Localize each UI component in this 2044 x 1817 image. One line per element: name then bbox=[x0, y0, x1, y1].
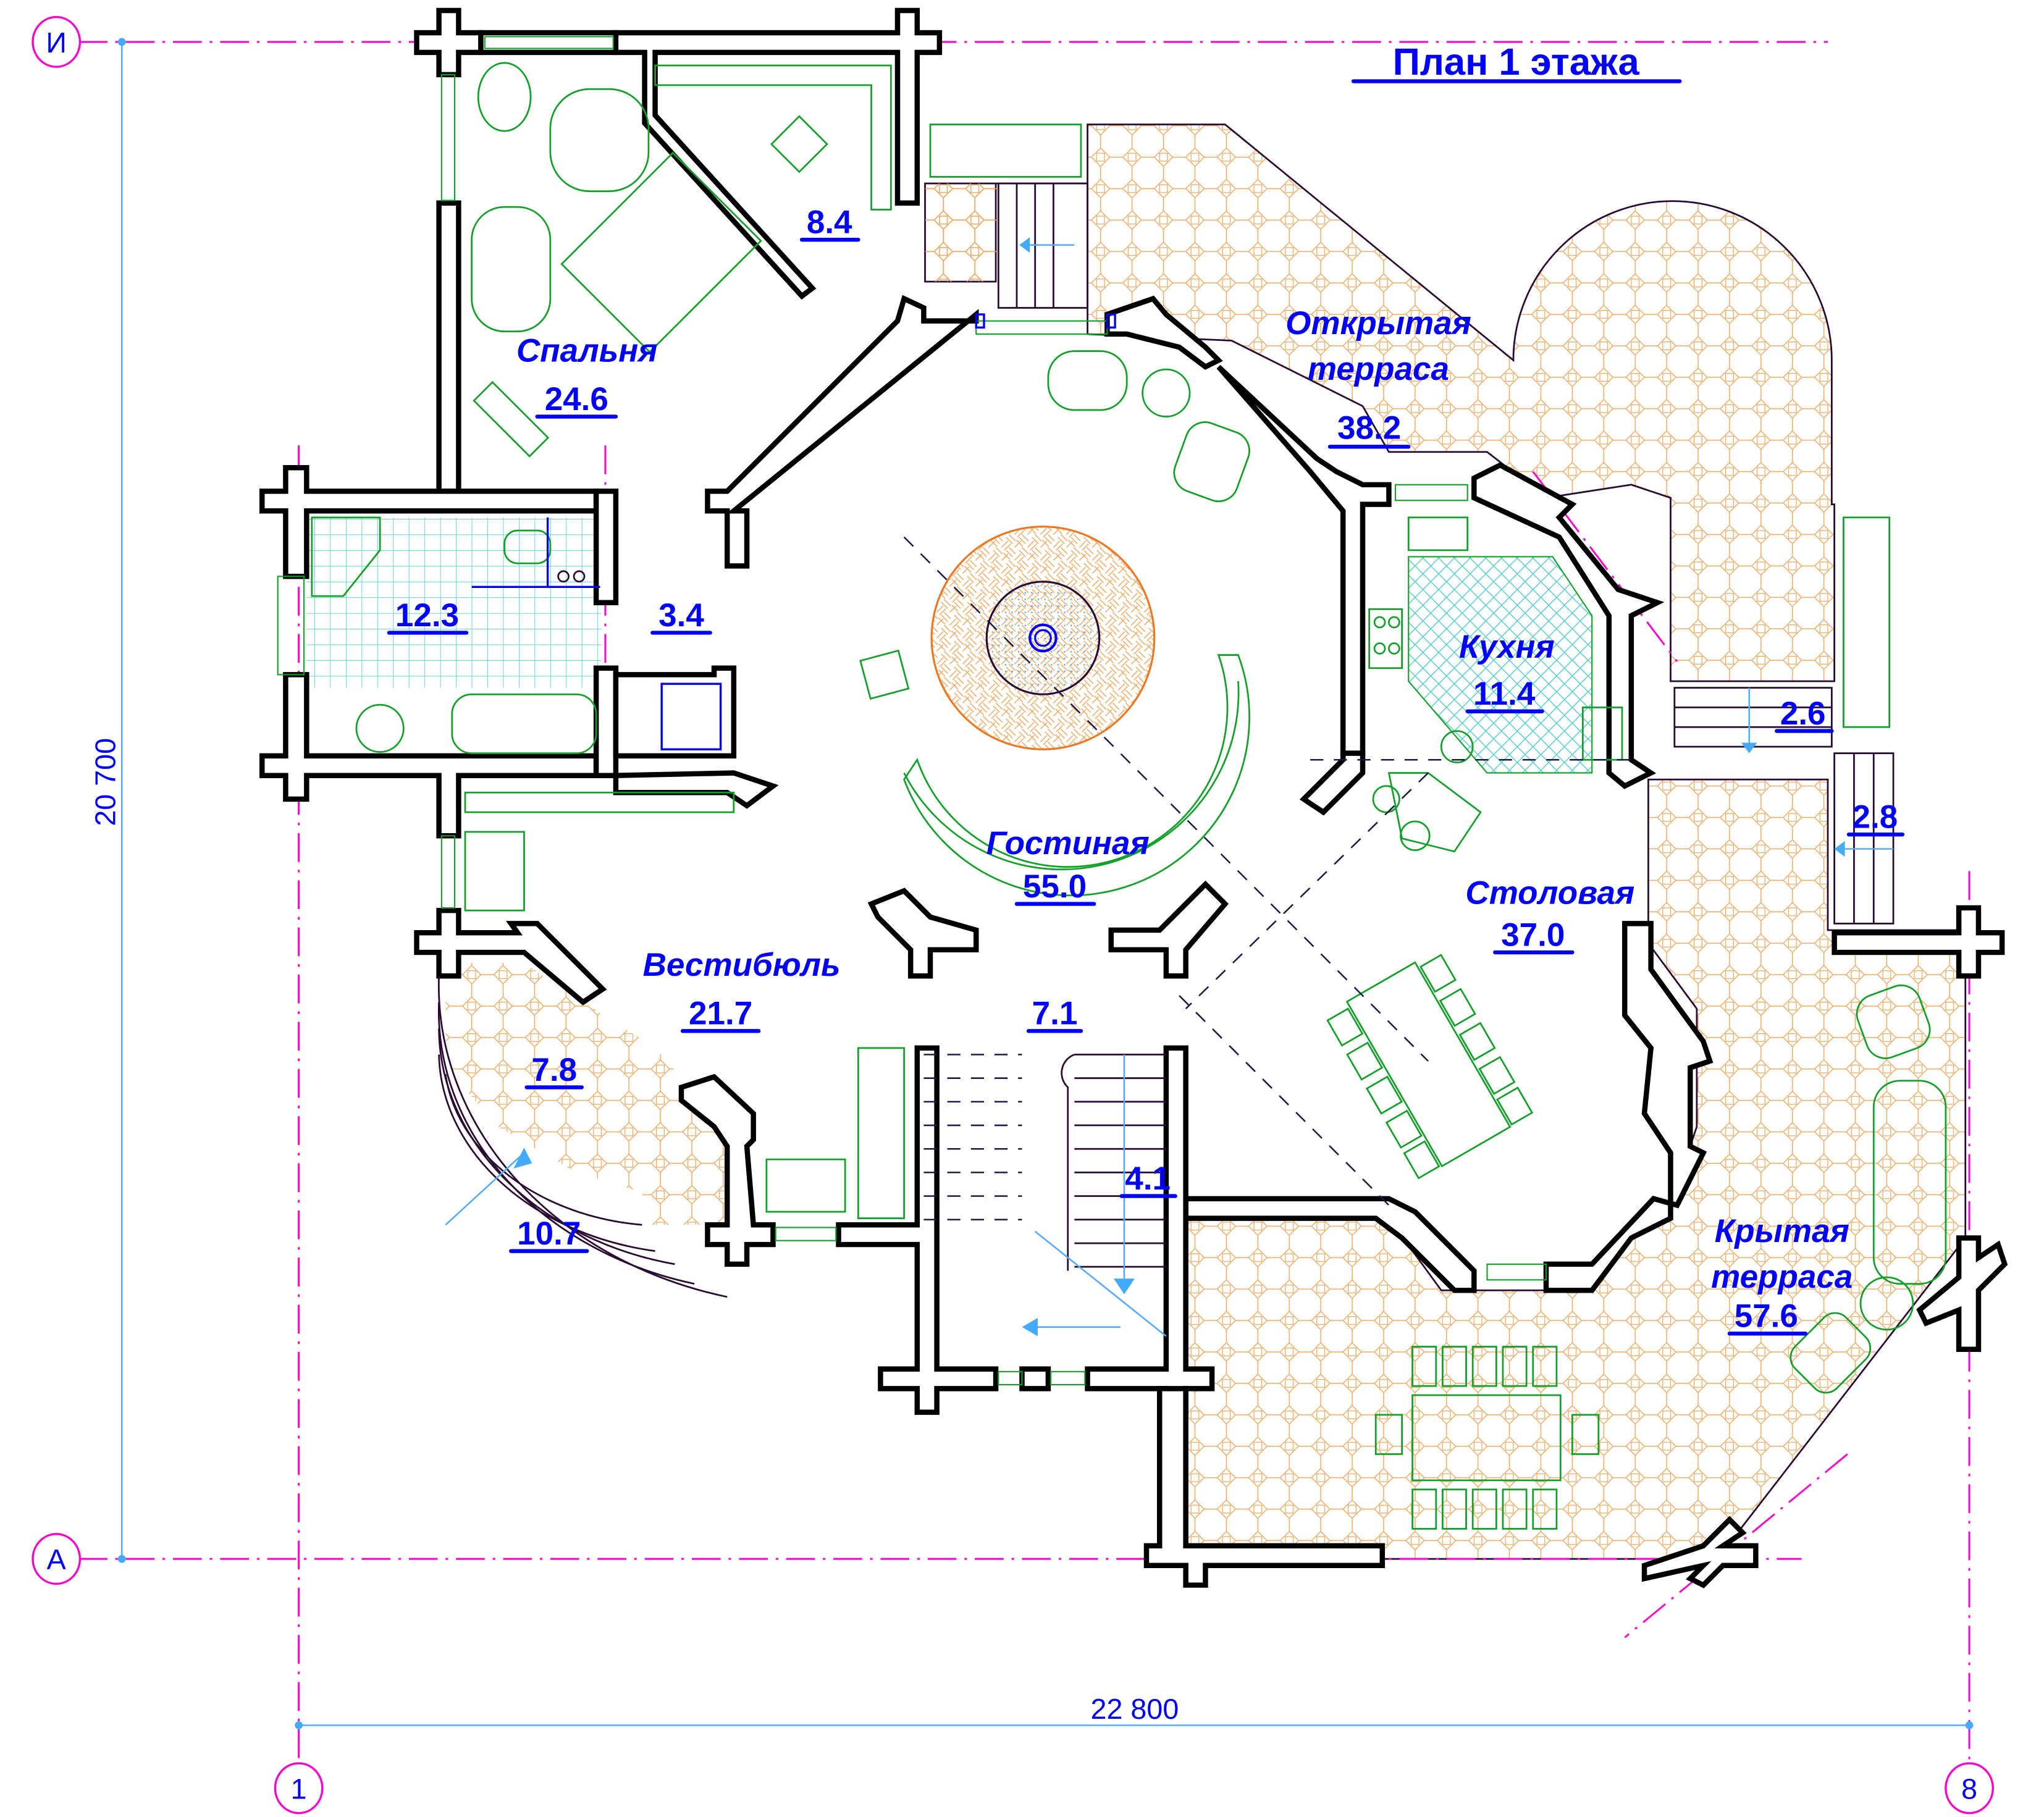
svg-text:21.7: 21.7 bbox=[689, 996, 752, 1032]
room-living: Гостиная 55.0 bbox=[986, 825, 1150, 906]
svg-text:55.0: 55.0 bbox=[1023, 868, 1087, 905]
entry-small-terrace bbox=[925, 183, 998, 282]
living-furniture bbox=[464, 124, 1891, 1220]
svg-text:И: И bbox=[46, 27, 67, 59]
room-covered-terrace: Крытая терраса 57.6 bbox=[1711, 1213, 1853, 1336]
svg-text:А: А bbox=[47, 1543, 67, 1576]
svg-text:8: 8 bbox=[1961, 1773, 1977, 1805]
kitchen-furniture bbox=[1368, 516, 1623, 853]
curved-sofa bbox=[903, 654, 1250, 897]
svg-text:12.3: 12.3 bbox=[395, 597, 459, 634]
room-staircase: 4.1 bbox=[1119, 1160, 1177, 1198]
axis-marker-bottom: А bbox=[32, 1533, 82, 1585]
room-porch-steps: 10.7 bbox=[509, 1215, 589, 1253]
svg-text:терраса: терраса bbox=[1711, 1259, 1853, 1295]
svg-text:План 1 этажа: План 1 этажа bbox=[1393, 41, 1640, 83]
staircase bbox=[923, 1054, 1167, 1337]
room-dining: Столовая 37.0 bbox=[1465, 875, 1634, 955]
svg-text:57.6: 57.6 bbox=[1735, 1298, 1798, 1335]
svg-text:Открытая: Открытая bbox=[1285, 305, 1471, 342]
room-hall-small: 3.4 bbox=[650, 597, 712, 635]
room-porch: 7.8 bbox=[524, 1052, 584, 1089]
dimension-lines bbox=[117, 38, 1974, 1729]
svg-text:8.4: 8.4 bbox=[807, 204, 852, 241]
room-steps-2-8: 2.8 bbox=[1846, 799, 1905, 837]
bathroom-floor bbox=[306, 517, 602, 688]
room-steps-2-6: 2.6 bbox=[1775, 695, 1834, 733]
terrace-furniture bbox=[1374, 984, 1947, 1530]
room-corridor: 7.1 bbox=[1026, 996, 1083, 1033]
svg-text:Крытая: Крытая bbox=[1715, 1213, 1849, 1249]
svg-text:10.7: 10.7 bbox=[517, 1215, 581, 1252]
svg-text:терраса: терраса bbox=[1308, 351, 1449, 387]
room-bedroom: Спальня 24.6 bbox=[516, 332, 658, 419]
terrace-steps bbox=[997, 182, 1895, 925]
svg-text:24.6: 24.6 bbox=[545, 381, 608, 418]
svg-text:7.8: 7.8 bbox=[531, 1052, 577, 1088]
fireplace bbox=[930, 526, 1156, 750]
room-vestibule: Вестибюль 21.7 bbox=[643, 947, 841, 1033]
svg-text:Гостиная: Гостиная bbox=[986, 825, 1150, 862]
svg-text:Столовая: Столовая bbox=[1465, 875, 1634, 912]
svg-text:7.1: 7.1 bbox=[1032, 996, 1078, 1032]
room-kitchen: Кухня 11.4 bbox=[1459, 629, 1555, 713]
bedroom-furniture bbox=[471, 62, 892, 458]
dimension-horizontal: 22 800 bbox=[1091, 1693, 1179, 1725]
plan-title: План 1 этажа bbox=[1351, 41, 1682, 83]
kitchen-floor bbox=[1408, 556, 1593, 774]
svg-text:1: 1 bbox=[291, 1773, 307, 1805]
room-open-terrace: Открытая терраса 38.2 bbox=[1285, 305, 1471, 449]
svg-text:2.8: 2.8 bbox=[1853, 799, 1898, 836]
windows bbox=[277, 36, 1547, 1386]
svg-text:11.4: 11.4 bbox=[1473, 676, 1536, 712]
svg-text:37.0: 37.0 bbox=[1501, 917, 1565, 953]
bathroom-fixtures bbox=[311, 516, 722, 755]
svg-text:38.2: 38.2 bbox=[1337, 410, 1401, 447]
axis-marker-right: 8 bbox=[1945, 1762, 1994, 1815]
svg-text:Кухня: Кухня bbox=[1459, 629, 1555, 665]
walls bbox=[259, 7, 2008, 1588]
porch-steps bbox=[437, 976, 728, 1298]
dimension-vertical: 20 700 bbox=[90, 738, 122, 826]
beam-lines bbox=[903, 536, 1631, 1206]
svg-text:Вестибюль: Вестибюль bbox=[643, 947, 841, 983]
axis-marker-top: И bbox=[32, 15, 82, 68]
open-terrace-floor bbox=[924, 124, 1835, 682]
svg-text:2.6: 2.6 bbox=[1780, 695, 1826, 732]
room-wardrobe: 8.4 bbox=[799, 204, 860, 242]
dining-furniture bbox=[1326, 954, 1534, 1180]
svg-text:3.4: 3.4 bbox=[658, 597, 704, 634]
axis-marker-left: 1 bbox=[274, 1762, 324, 1815]
porch-floor bbox=[445, 963, 747, 1225]
room-bathroom: 12.3 bbox=[387, 597, 469, 635]
svg-text:4.1: 4.1 bbox=[1125, 1160, 1171, 1197]
svg-text:Спальня: Спальня bbox=[516, 332, 658, 369]
